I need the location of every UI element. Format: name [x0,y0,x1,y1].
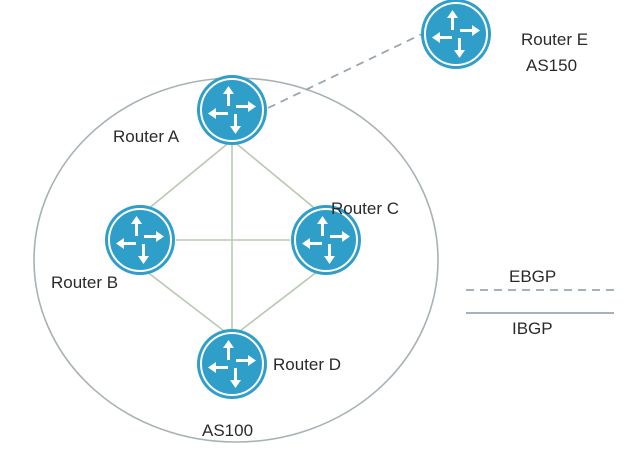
legend-ebgp-label: EBGP [509,267,557,286]
router-a-icon [196,74,268,146]
ibgp-links [141,139,325,336]
router-c-label: Router C [331,199,400,218]
link-c-d [235,267,323,335]
router-b-label: Router B [51,273,119,292]
link-a-b [141,139,233,215]
as100-label: AS100 [202,421,254,440]
router-d-icon [196,328,268,400]
link-a-c [231,139,325,217]
router-b-icon [104,204,176,276]
router-d-label: Router D [273,355,342,374]
router-e-label: Router E [521,30,589,49]
as150-label: AS150 [526,56,578,75]
legend-ibgp-label: IBGP [512,319,553,338]
router-e-icon [420,0,492,70]
router-a-label: Router A [113,127,180,146]
link-b-d [141,267,229,335]
link-a-e-ebgp [267,33,423,109]
